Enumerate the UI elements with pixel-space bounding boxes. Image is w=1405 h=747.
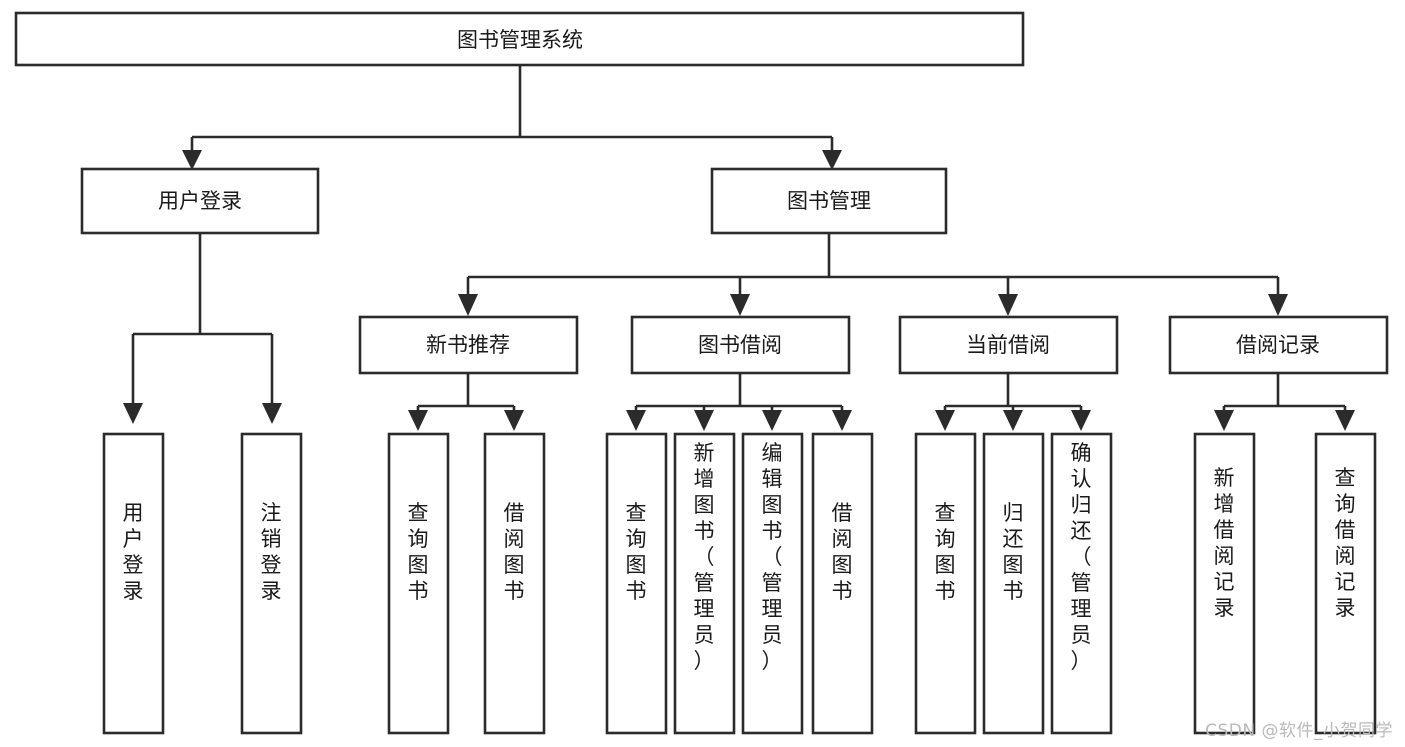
node-current-borrow[interactable]: 当前借阅 — [898, 315, 1119, 375]
node-leaf-borrow-book-2-label: 借阅图书 — [832, 501, 853, 603]
node-leaf-query-record[interactable]: 查询借阅记录 — [1314, 432, 1377, 735]
node-leaf-confirm-return[interactable]: 确认归还（管理员） — [1050, 432, 1113, 735]
node-leaf-return-book-label: 归还图书 — [1003, 501, 1024, 603]
node-borrow-record[interactable]: 借阅记录 — [1168, 315, 1389, 375]
node-book-manage[interactable]: 图书管理 — [710, 167, 948, 235]
node-new-book-rec[interactable]: 新书推荐 — [358, 315, 579, 375]
node-leaf-query-record-label: 查询借阅记录 — [1335, 466, 1356, 620]
node-book-borrow[interactable]: 图书借阅 — [630, 315, 851, 375]
node-root-label: 图书管理系统 — [457, 28, 583, 52]
node-leaf-logout[interactable]: 注销登录 — [240, 432, 303, 735]
node-leaf-logout-label: 注销登录 — [261, 501, 282, 603]
node-current-borrow-label: 当前借阅 — [966, 333, 1050, 357]
node-leaf-add-record-label: 新增借阅记录 — [1214, 466, 1235, 620]
node-leaf-query-book-1-label: 查询图书 — [408, 501, 429, 603]
node-leaf-query-book-3[interactable]: 查询图书 — [914, 432, 977, 735]
node-leaf-query-book-2-label: 查询图书 — [626, 501, 647, 603]
node-user-login-label: 用户登录 — [158, 189, 242, 213]
node-leaf-borrow-book-2[interactable]: 借阅图书 — [811, 432, 874, 735]
node-leaf-confirm-return-label: 确认归还（管理员） — [1071, 441, 1092, 673]
connector-book-manage-to-level3 — [458, 233, 1288, 316]
node-leaf-add-book[interactable]: 新增图书（管理员） — [673, 432, 736, 735]
node-leaf-user-login[interactable]: 用户登录 — [102, 432, 165, 735]
connector-user-login-to-leaves — [123, 233, 282, 424]
node-user-login[interactable]: 用户登录 — [80, 167, 320, 235]
connector-current-borrow-to-leaves — [935, 373, 1091, 431]
node-borrow-record-label: 借阅记录 — [1236, 333, 1320, 357]
node-leaf-add-record[interactable]: 新增借阅记录 — [1193, 432, 1256, 735]
node-leaf-borrow-book-1-label: 借阅图书 — [504, 501, 525, 603]
connector-new-book-rec-to-leaves — [408, 373, 524, 431]
node-leaf-edit-book[interactable]: 编辑图书（管理员） — [741, 432, 804, 735]
node-book-manage-label: 图书管理 — [787, 189, 871, 213]
connector-book-borrow-to-leaves — [626, 373, 852, 431]
node-book-borrow-label: 图书借阅 — [698, 333, 782, 357]
node-leaf-query-book-3-label: 查询图书 — [935, 501, 956, 603]
node-leaf-user-login-label: 用户登录 — [123, 501, 144, 603]
node-new-book-rec-label: 新书推荐 — [426, 333, 510, 357]
node-leaf-return-book[interactable]: 归还图书 — [982, 432, 1045, 735]
node-leaf-borrow-book-1[interactable]: 借阅图书 — [483, 432, 546, 735]
node-leaf-query-book-2[interactable]: 查询图书 — [605, 432, 668, 735]
connector-borrow-record-to-leaves — [1214, 373, 1355, 431]
node-root[interactable]: 图书管理系统 — [14, 11, 1025, 67]
node-leaf-add-book-label: 新增图书（管理员） — [694, 441, 715, 673]
node-leaf-query-book-1[interactable]: 查询图书 — [387, 432, 450, 735]
node-leaf-edit-book-label: 编辑图书（管理员） — [762, 441, 783, 673]
connector-root-to-level2 — [182, 65, 842, 170]
